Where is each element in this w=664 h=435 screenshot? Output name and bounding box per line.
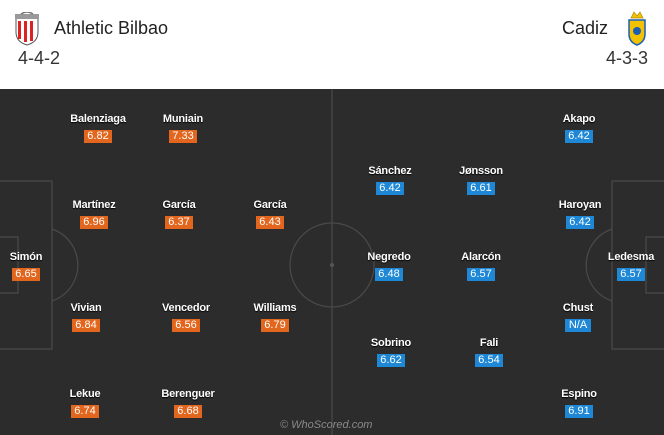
home-team-name[interactable]: Athletic Bilbao (54, 18, 169, 38)
whoscored-watermark: © WhoScored.com (280, 419, 373, 431)
away-player-ledesma[interactable]: Ledesma 6.57 (591, 251, 664, 282)
player-rating: 6.62 (377, 354, 405, 367)
player-rating: 6.65 (12, 268, 40, 281)
home-player-garcia-2[interactable]: García 6.43 (230, 199, 310, 230)
player-name: Ledesma (607, 251, 655, 263)
match-header: Athletic Bilbao 4-4-2 Cadiz 4-3-3 (0, 0, 664, 89)
player-rating: 6.79 (261, 319, 289, 332)
player-name: Negredo (367, 251, 411, 263)
away-player-sanchez[interactable]: Sánchez 6.42 (350, 165, 430, 196)
player-rating: 6.74 (71, 405, 99, 418)
away-player-sobrino[interactable]: Sobrino 6.62 (351, 337, 431, 368)
away-team-name[interactable]: Cadiz (561, 18, 608, 38)
player-rating: 6.42 (565, 130, 593, 143)
cadiz-crest-icon (628, 11, 646, 46)
player-rating: 6.42 (376, 182, 404, 195)
player-name: Muniain (162, 113, 204, 125)
home-player-vivian[interactable]: Vivian 6.84 (46, 302, 126, 333)
player-rating: 6.57 (617, 268, 645, 281)
player-rating: 6.37 (165, 216, 193, 229)
home-player-vencedor[interactable]: Vencedor 6.56 (146, 302, 226, 333)
player-name: Balenziaga (70, 113, 126, 125)
away-player-jonsson[interactable]: Jønsson 6.61 (441, 165, 521, 196)
home-player-balenziaga[interactable]: Balenziaga 6.82 (58, 113, 138, 144)
player-name: Lekue (69, 388, 101, 400)
player-name: Sánchez (368, 165, 412, 177)
player-rating: 6.54 (475, 354, 503, 367)
player-rating: 6.84 (72, 319, 100, 332)
player-name: Fali (479, 337, 499, 349)
player-name: García (253, 199, 287, 211)
player-name: Haroyan (558, 199, 602, 211)
player-rating: 6.61 (467, 182, 495, 195)
player-rating: 6.42 (566, 216, 594, 229)
home-player-martinez[interactable]: Martínez 6.96 (54, 199, 134, 230)
player-rating: 6.91 (565, 405, 593, 418)
away-player-espino[interactable]: Espino 6.91 (539, 388, 619, 419)
player-name: Williams (253, 302, 297, 314)
player-name: Chust (562, 302, 594, 314)
home-player-simon[interactable]: Simón 6.65 (0, 251, 66, 282)
player-rating: 6.68 (174, 405, 202, 418)
home-player-garcia-1[interactable]: García 6.37 (139, 199, 219, 230)
player-rating: 6.96 (80, 216, 108, 229)
away-player-negredo[interactable]: Negredo 6.48 (349, 251, 429, 282)
away-player-alarcon[interactable]: Alarcón 6.57 (441, 251, 521, 282)
player-name: Alarcón (461, 251, 501, 263)
player-name: Akapo (562, 113, 596, 125)
home-formation: 4-4-2 (18, 48, 61, 68)
player-rating: 6.57 (467, 268, 495, 281)
player-rating: 6.56 (172, 319, 200, 332)
player-name: Vencedor (162, 302, 210, 314)
player-name: Martínez (72, 199, 116, 211)
player-name: Vivian (70, 302, 102, 314)
player-name: Berenguer (161, 388, 215, 400)
player-rating: 6.82 (84, 130, 112, 143)
pitch-lines (0, 89, 664, 435)
player-rating: 6.48 (375, 268, 403, 281)
player-rating: 7.33 (169, 130, 197, 143)
away-player-haroyan[interactable]: Haroyan 6.42 (540, 199, 620, 230)
away-player-chust[interactable]: Chust N/A (538, 302, 618, 333)
away-formation: 4-3-3 (605, 48, 648, 68)
away-player-akapo[interactable]: Akapo 6.42 (539, 113, 619, 144)
player-name: Sobrino (370, 337, 412, 349)
player-name: García (162, 199, 196, 211)
athletic-bilbao-crest-icon (15, 12, 39, 46)
away-player-fali[interactable]: Fali 6.54 (449, 337, 529, 368)
player-name: Espino (561, 388, 597, 400)
player-name: Jønsson (459, 165, 503, 177)
player-rating: N/A (565, 319, 591, 332)
home-player-lekue[interactable]: Lekue 6.74 (45, 388, 125, 419)
home-player-williams[interactable]: Williams 6.79 (235, 302, 315, 333)
home-player-muniain[interactable]: Muniain 7.33 (143, 113, 223, 144)
pitch (0, 89, 664, 435)
player-rating: 6.43 (256, 216, 284, 229)
player-name: Simón (9, 251, 43, 263)
home-player-berenguer[interactable]: Berenguer 6.68 (148, 388, 228, 419)
